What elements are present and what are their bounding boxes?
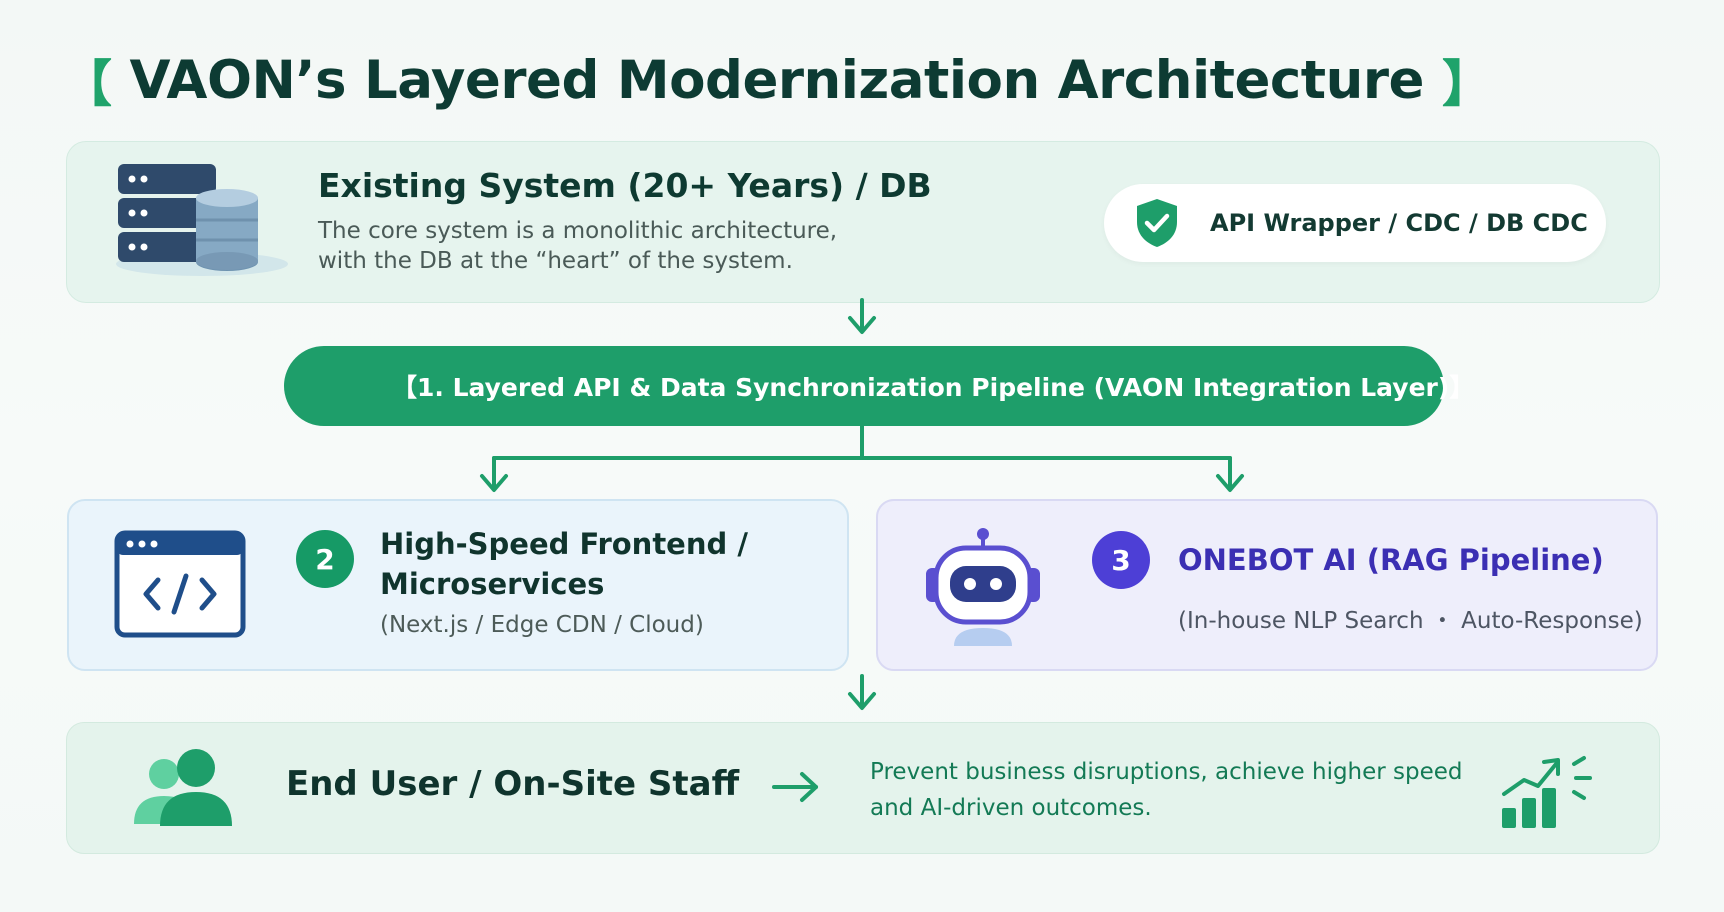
integration-layer-label: 【1. Layered API & Data Synchronization P… <box>392 373 1475 402</box>
users-icon <box>134 749 232 826</box>
arrow-right-icon <box>772 772 818 802</box>
end-user-panel <box>66 722 1660 854</box>
existing-system-desc-line2: with the DB at the “heart” of the system… <box>318 248 793 274</box>
database-server-icon <box>116 164 288 276</box>
existing-system-desc-line1: The core system is a monolithic architec… <box>318 218 838 244</box>
growth-chart-icon <box>1502 756 1592 828</box>
end-user-title: End User / On-Site Staff <box>286 764 740 804</box>
title-text: VAON’s Layered Modernization Architectur… <box>129 49 1425 111</box>
outcome-line2: and AI-driven outcomes. <box>870 795 1152 821</box>
integration-layer-bar: 【1. Layered API & Data Synchronization P… <box>284 346 1474 426</box>
step-3-badge: 3 <box>1092 531 1150 589</box>
frontend-title-line1: High-Speed Frontend / <box>380 527 748 561</box>
frontend-title: High-Speed Frontend / Microservices <box>380 524 748 604</box>
api-wrapper-pill: API Wrapper / CDC / DB CDC <box>1104 184 1606 262</box>
shield-check-icon <box>1137 199 1177 247</box>
api-wrapper-label: API Wrapper / CDC / DB CDC <box>1210 209 1588 237</box>
onebot-title: ONEBOT AI (RAG Pipeline) <box>1178 543 1604 577</box>
step-2-badge: 2 <box>296 530 354 588</box>
frontend-subtitle: (Next.js / Edge CDN / Cloud) <box>380 612 704 638</box>
outcome-text: Prevent business disruptions, achieve hi… <box>870 754 1463 826</box>
title-close-bracket: 】 <box>1441 55 1492 113</box>
outcome-line1: Prevent business disruptions, achieve hi… <box>870 759 1463 785</box>
title-open-bracket: 【 <box>62 55 112 113</box>
frontend-title-line2: Microservices <box>380 567 605 601</box>
existing-system-description: The core system is a monolithic architec… <box>318 216 837 276</box>
robot-icon <box>926 528 1040 646</box>
page-title: 【 VAON’s Layered Modernization Architect… <box>62 40 1492 120</box>
existing-system-title: Existing System (20+ Years) / DB <box>318 166 932 205</box>
onebot-subtitle: (In-house NLP Search ・ Auto-Response) <box>1178 608 1643 634</box>
code-window-icon <box>114 530 246 638</box>
